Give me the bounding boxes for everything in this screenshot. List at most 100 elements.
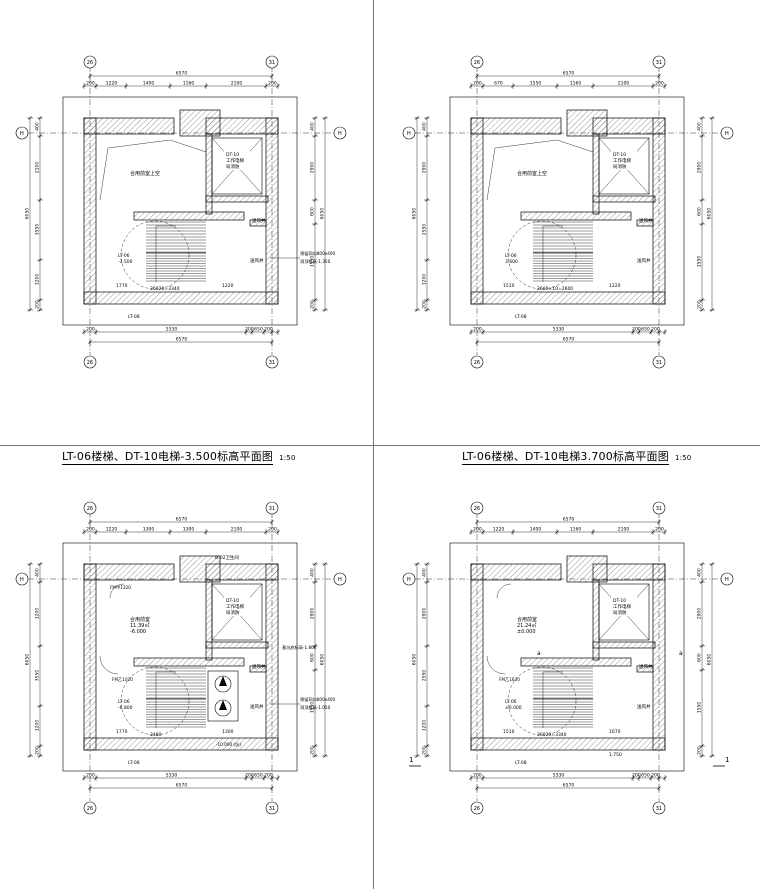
grid-label-h: H xyxy=(20,577,24,583)
fan-box xyxy=(207,670,239,722)
top-dim-chain-text: 2100 xyxy=(618,81,630,87)
grid-bubble-top xyxy=(470,55,484,69)
top-dim-chain-slash xyxy=(663,530,667,534)
outer-boundary xyxy=(449,542,685,772)
bottom-dim-chain-text: 200 xyxy=(473,327,482,333)
bottom-dim-chain-text: 200 xyxy=(245,773,254,779)
overall-dim-bottom-text: 6570 xyxy=(563,783,575,789)
right-overall-dim-text: 6050 xyxy=(707,208,713,220)
top-dim-chain-slash xyxy=(204,84,208,88)
overall-dim-top-slash xyxy=(88,520,92,524)
top-dim-chain-slash xyxy=(469,84,473,88)
grid-bubble-top xyxy=(83,501,97,515)
left-dim-chain-slash xyxy=(425,134,429,138)
left-dim-chain-text: 200 xyxy=(35,746,41,755)
left-dim-chain-slash xyxy=(425,308,429,312)
door-swing-arc xyxy=(120,666,190,736)
right-dim-chain-slash xyxy=(313,222,317,226)
left-dim-chain-slash xyxy=(38,258,42,262)
bottom-dim-chain-slash xyxy=(82,776,86,780)
wall-elev-bottom xyxy=(592,195,656,203)
bottom-dim-chain-text: 5330 xyxy=(553,327,565,333)
right-dim-chain-text: 600 xyxy=(697,653,703,662)
door-tag-2: FM乙1620 xyxy=(499,676,520,682)
stair-dimension: 1510 xyxy=(503,283,515,289)
wall-top-right xyxy=(205,117,279,135)
top-dim-chain-text: 670 xyxy=(494,81,503,87)
wall-top-left xyxy=(470,563,562,581)
top-dim-chain-text: 200 xyxy=(268,527,277,533)
plan-title-text: LT-06楼梯、DT-10电梯3.700标高平面图 xyxy=(462,450,669,465)
left-overall-dim-text: 6050 xyxy=(25,654,31,666)
right-overall-dim-slash xyxy=(710,754,714,758)
overall-dim-top-slash xyxy=(475,520,479,524)
bottom-dim-chain-text: 200 xyxy=(86,327,95,333)
door-arc-1 xyxy=(109,583,125,599)
left-dim-chain-slash xyxy=(38,116,42,120)
stair-elevation-2: 1.750 xyxy=(609,752,622,758)
bottom-dim-chain-slash xyxy=(244,330,248,334)
left-dim-chain-slash xyxy=(425,704,429,708)
right-dim-chain-slash xyxy=(700,222,704,226)
top-dim-chain-slash xyxy=(555,530,559,534)
left-dim-chain-text: 400 xyxy=(35,568,41,577)
grid-label-top: 26 xyxy=(474,60,480,66)
bottom-dim-chain-text: 200 xyxy=(245,327,254,333)
grid-bubble-h xyxy=(720,572,734,586)
grid-bubble-h xyxy=(333,126,347,140)
top-dim-chain-text: 200 xyxy=(655,81,664,87)
wall-right xyxy=(652,117,666,305)
wall-right xyxy=(652,563,666,751)
toilet-label: B-02卫生间 xyxy=(215,554,239,561)
right-dim-chain-text: 1550 xyxy=(310,256,316,268)
top-dim-chain-text: 1160 xyxy=(570,527,582,533)
overall-dim-top-slash xyxy=(657,520,661,524)
right-dim-chain-text: 1550 xyxy=(697,256,703,268)
top-dim-chain-slash xyxy=(204,530,208,534)
left-dim-chain-text: 2900 xyxy=(422,608,428,620)
left-dim-chain-text: 1200 xyxy=(422,274,428,286)
grid-label-bottom: 31 xyxy=(656,806,662,812)
elevator-shaft xyxy=(598,583,650,641)
level-note: 基坑底标高-1.800 xyxy=(282,644,317,651)
bottom-dim-chain-text: 200 xyxy=(651,773,660,779)
right-dim-chain-slash xyxy=(313,308,317,312)
stair-dimension-2: 1300 xyxy=(222,729,234,735)
fan-blade-2 xyxy=(219,700,227,710)
bottom-dim-chain-text: 200 xyxy=(651,327,660,333)
right-dim-chain-text: 2900 xyxy=(310,162,316,174)
stair-dimension: 1770 xyxy=(116,283,128,289)
wall-top-left xyxy=(83,117,175,135)
bottom-dim-chain-text: 200 xyxy=(632,327,641,333)
left-dim-chain-text: 3550 xyxy=(35,670,41,682)
bottom-dim-chain-slash xyxy=(663,330,667,334)
overall-dim-bottom-slash xyxy=(270,340,274,344)
grid-label-top: 26 xyxy=(474,506,480,512)
left-dim-chain-slash xyxy=(38,580,42,584)
door-arc-2 xyxy=(99,655,119,675)
void-line-2 xyxy=(99,147,109,201)
bottom-dim-chain-slash xyxy=(469,330,473,334)
left-dim-chain-slash xyxy=(38,754,42,758)
door-swing-arc xyxy=(507,220,577,290)
right-dim-chain-slash xyxy=(700,668,704,672)
bottom-dim-chain-slash xyxy=(262,330,266,334)
duct-note: 洞顶标高-1.050 xyxy=(300,704,331,711)
top-dim-chain-slash xyxy=(124,530,128,534)
wall-top-left xyxy=(83,563,175,581)
bottom-dim-chain-text: 650 xyxy=(641,773,650,779)
left-dim-chain-slash xyxy=(425,116,429,120)
bottom-dim-chain-slash xyxy=(244,776,248,780)
top-dim-chain-slash xyxy=(469,530,473,534)
room-label: 21.24㎡ xyxy=(517,622,536,629)
shaft-label: 送风井 xyxy=(637,257,651,264)
wall-right xyxy=(265,117,279,305)
fan-blade-1 xyxy=(219,676,227,686)
top-dim-chain-slash xyxy=(481,84,485,88)
wall-top-right xyxy=(205,563,279,581)
left-dim-chain-slash xyxy=(38,644,42,648)
right-overall-dim-text: 6050 xyxy=(707,654,713,666)
